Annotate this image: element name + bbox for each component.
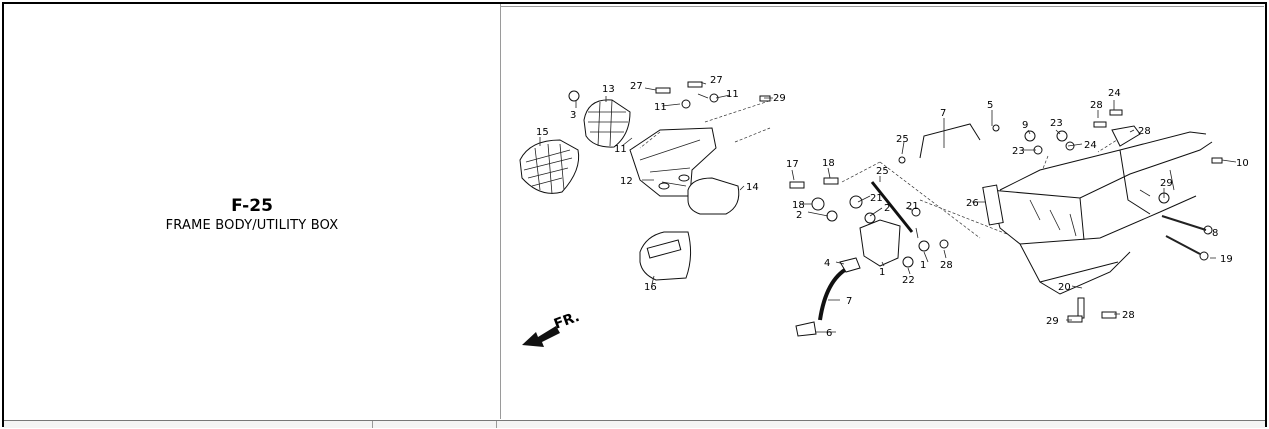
table-column-divider <box>372 421 373 428</box>
callout-label: 26 <box>966 198 979 209</box>
table-column-divider <box>496 421 497 428</box>
callout-label: 29 <box>773 93 786 104</box>
callout-label: 1 <box>879 267 885 278</box>
utility-box-lid-part <box>687 177 740 215</box>
callout-label: 13 <box>602 84 615 95</box>
grill-cover-part <box>583 99 631 148</box>
bolt-parts <box>568 81 1223 323</box>
callout-label: 29 <box>1160 178 1173 189</box>
section-code: F-25 <box>231 196 273 216</box>
callout-label: 11 <box>726 89 739 100</box>
front-direction-arrow <box>522 326 560 347</box>
clamp-part <box>795 321 817 337</box>
callout-label: 27 <box>630 81 643 92</box>
callout-label: 28 <box>1090 100 1103 111</box>
callout-label: 12 <box>620 176 633 187</box>
main-frame-part <box>982 131 1213 295</box>
callout-label: 4 <box>824 258 830 269</box>
section-title-block: F-25 FRAME BODY/UTILITY BOX <box>4 196 500 233</box>
section-info-panel: F-25 FRAME BODY/UTILITY BOX <box>4 4 501 418</box>
steering-lock-part <box>859 219 901 267</box>
callout-label: 2 <box>796 210 802 221</box>
direction-label: FR. <box>552 309 582 333</box>
callout-label: 28 <box>1122 310 1135 321</box>
callout-label: 20 <box>1058 282 1071 293</box>
cable-part <box>818 266 850 321</box>
hose-part <box>870 181 914 233</box>
callout-label: 27 <box>710 75 723 86</box>
callout-label: 3 <box>570 110 576 121</box>
callout-label: 19 <box>1220 254 1233 265</box>
callout-label: 28 <box>940 260 953 271</box>
callout-label: 24 <box>1108 88 1121 99</box>
callout-label: 14 <box>746 182 759 193</box>
clamp-part <box>839 257 861 273</box>
utility-box-part <box>629 127 717 197</box>
callout-label: 29 <box>1046 316 1059 327</box>
callout-label: 23 <box>1050 118 1063 129</box>
callout-label: 9 <box>1022 120 1028 131</box>
callout-label: 2 <box>884 203 890 214</box>
callout-label: 11 <box>654 102 667 113</box>
callout-label: 5 <box>987 100 993 111</box>
callout-label: 18 <box>792 200 805 211</box>
callout-label: 7 <box>846 296 852 307</box>
callout-label: 6 <box>826 328 832 339</box>
callout-label: 21 <box>870 193 883 204</box>
bracket-part <box>1111 125 1141 147</box>
part-callouts: 3 13 15 27 27 11 29 11 11 12 14 16 17 18… <box>536 75 1249 339</box>
callout-label: 24 <box>1084 140 1097 151</box>
callout-label: 8 <box>1212 228 1218 239</box>
callout-label: 10 <box>1236 158 1249 169</box>
callout-label: 25 <box>896 134 909 145</box>
section-name: FRAME BODY/UTILITY BOX <box>165 218 339 233</box>
table-next-row <box>4 420 1265 428</box>
rod-part <box>919 123 981 159</box>
callout-label: 17 <box>786 159 799 170</box>
callout-label: 15 <box>536 127 549 138</box>
callout-label: 11 <box>614 144 627 155</box>
callout-label: 7 <box>940 108 946 119</box>
side-cover-part <box>639 231 692 281</box>
callout-label: 1 <box>920 260 926 271</box>
grill-cover-part <box>519 139 580 195</box>
callout-label: 23 <box>1012 146 1025 157</box>
callout-label: 28 <box>1138 126 1151 137</box>
parts-diagram-panel <box>500 6 1264 419</box>
callout-label: 18 <box>822 158 835 169</box>
callout-label: 25 <box>876 166 889 177</box>
callout-label: 21 <box>906 201 919 212</box>
callout-label: 22 <box>902 275 915 286</box>
callout-label: 16 <box>644 282 657 293</box>
